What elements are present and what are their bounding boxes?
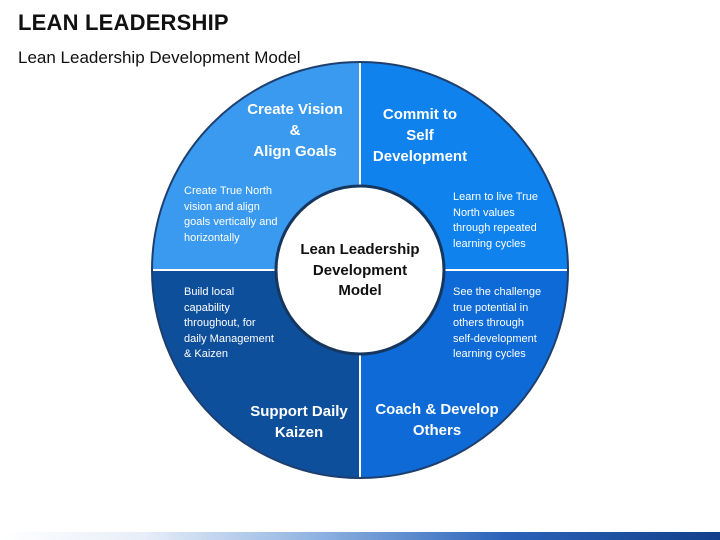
center-circle bbox=[274, 184, 446, 356]
quadrant-title-commit-self-development: Commit to Self Development bbox=[372, 106, 468, 165]
quadrant-title-support-kaizen: Support Daily Kaizen bbox=[250, 403, 348, 441]
footer-gradient-bar bbox=[0, 532, 720, 540]
page-subtitle: Lean Leadership Development Model bbox=[18, 48, 301, 67]
quadrant-description-create-vision: Create True North vision and align goals… bbox=[184, 185, 278, 244]
quadrant-description-coach-develop: See the challenge true potential in othe… bbox=[453, 286, 542, 360]
outer-ring bbox=[151, 61, 569, 479]
quadrant-title-create-vision: Create Vision & Align Goals bbox=[247, 101, 343, 160]
center-label: Lean Leadership Development Model bbox=[300, 241, 420, 299]
quadrant-description-support-kaizen: Build local capability throughout, for d… bbox=[184, 286, 274, 360]
page-title: LEAN LEADERSHIP bbox=[18, 10, 229, 35]
quadrant-title-coach-develop: Coach & Develop Others bbox=[375, 401, 499, 439]
quadrant-description-commit-self-development: Learn to live True North values through … bbox=[453, 191, 538, 250]
